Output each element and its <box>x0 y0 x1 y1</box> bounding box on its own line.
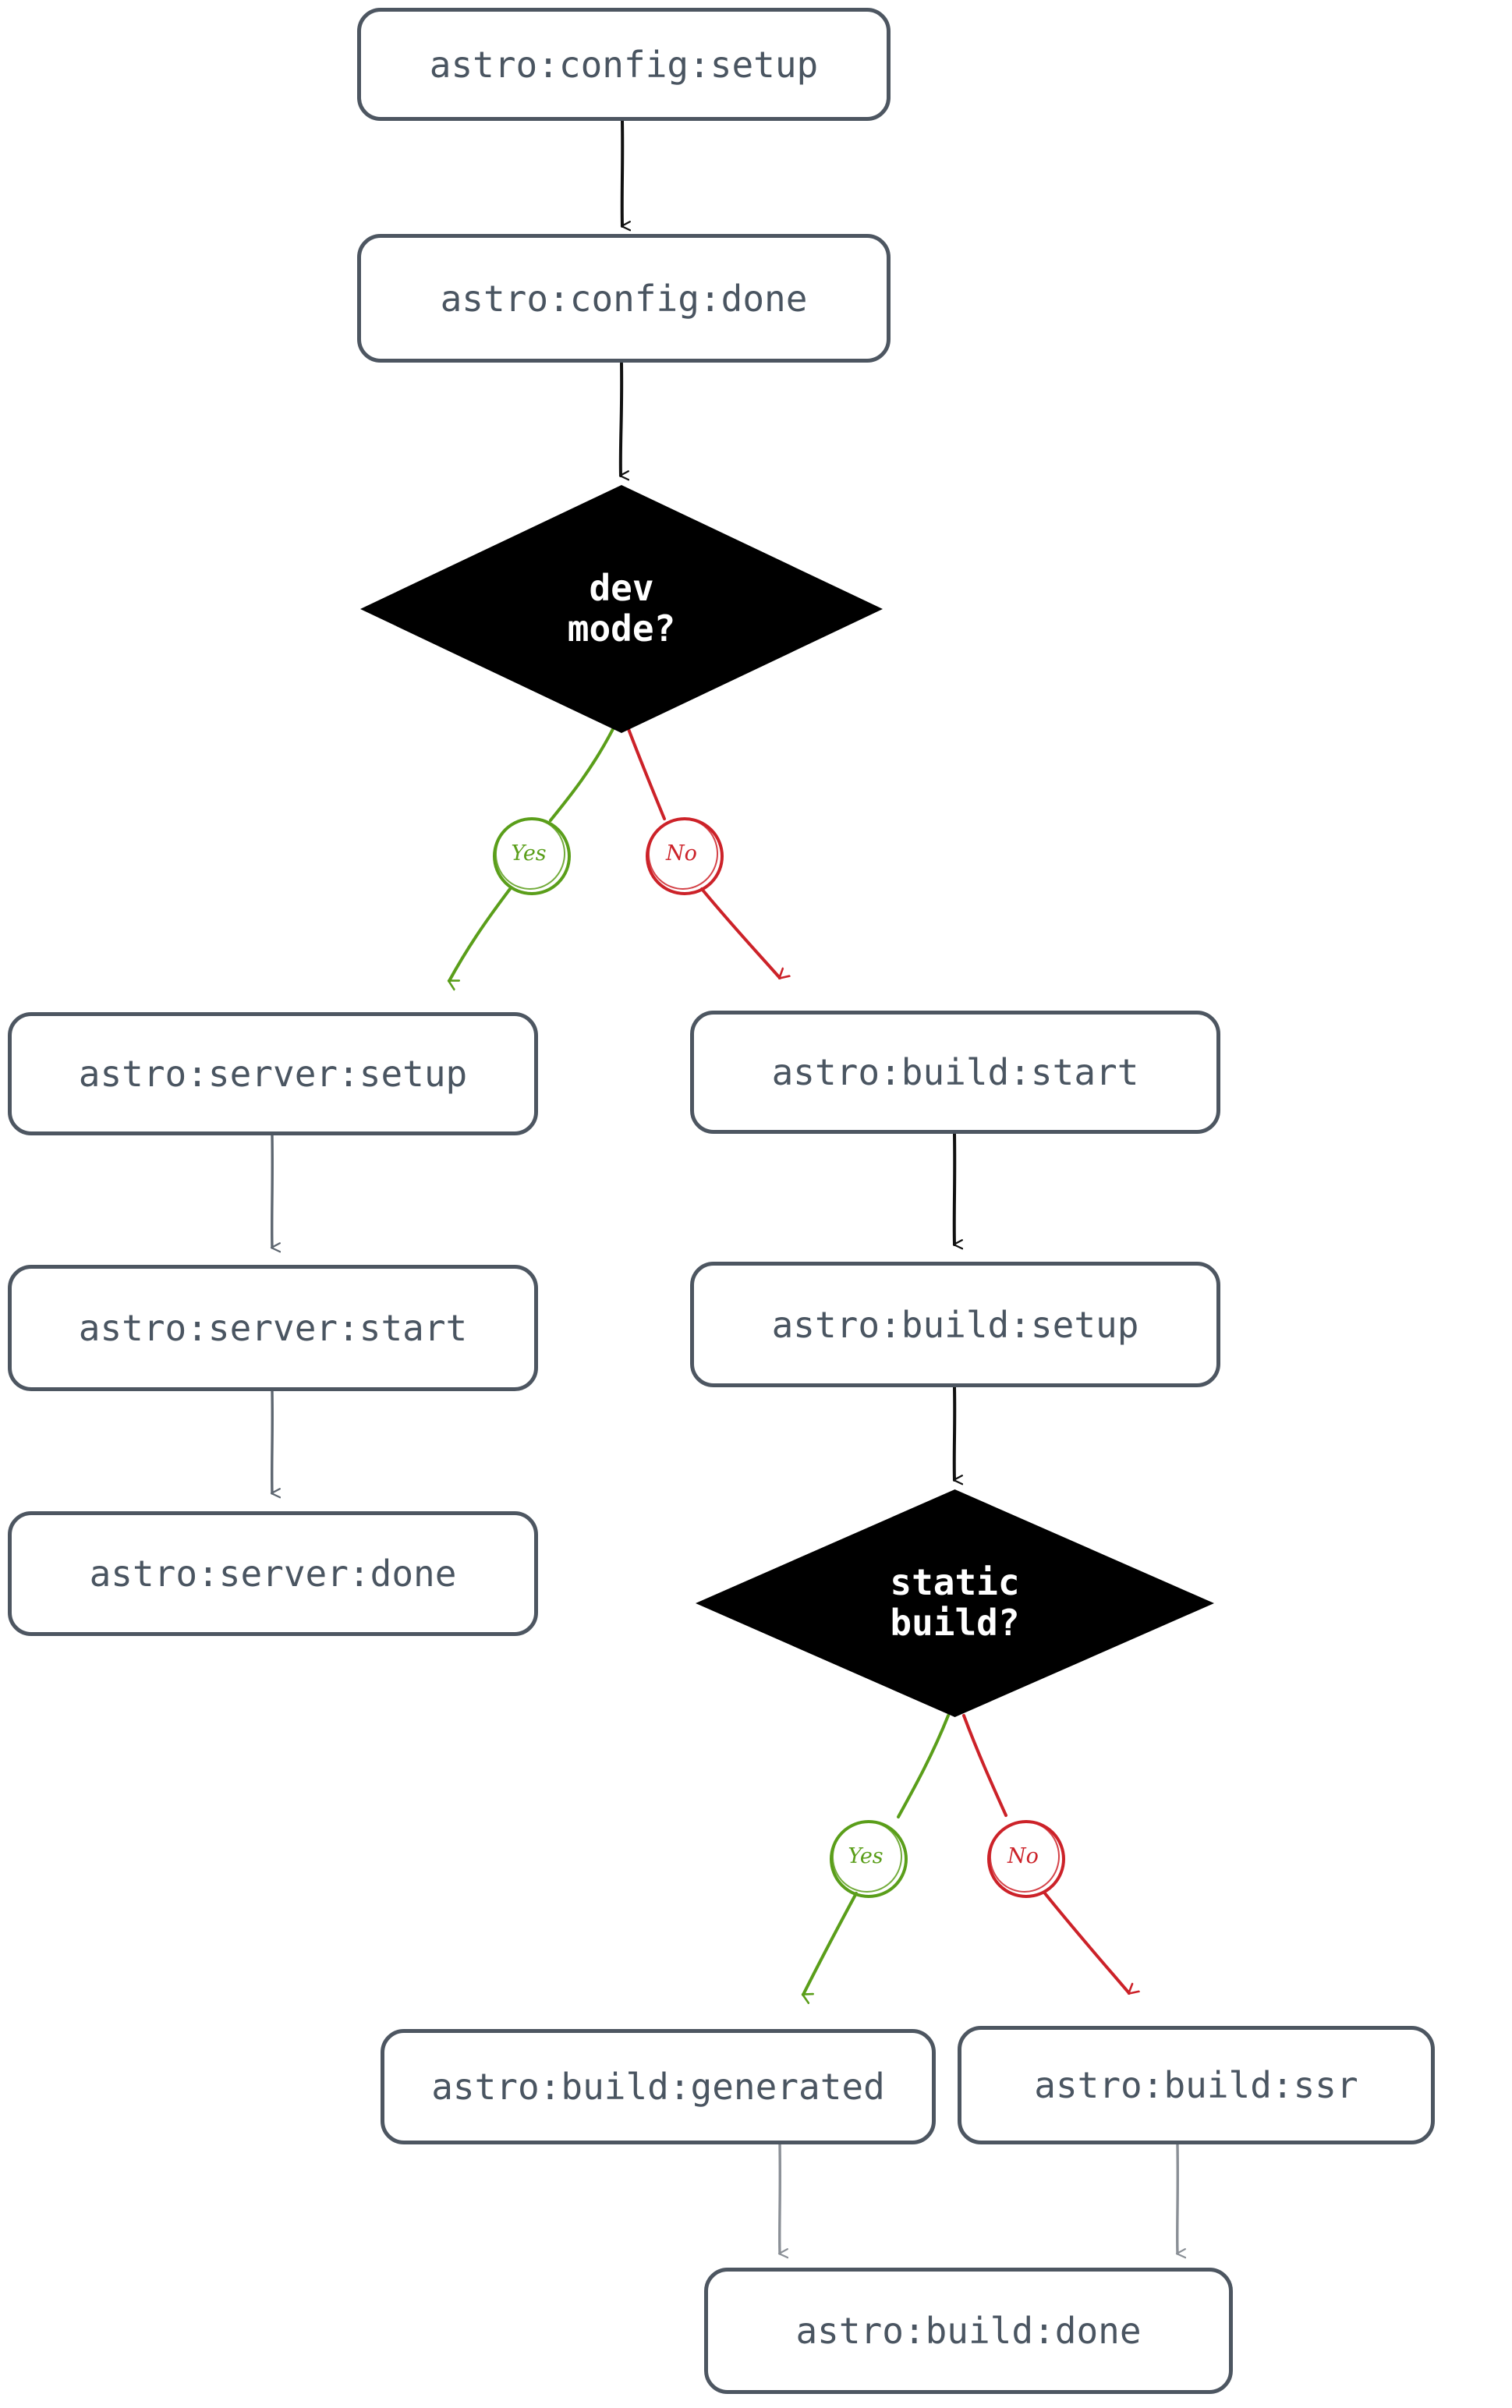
edge-build-setup-to-static-build <box>952 1386 955 1480</box>
edge-server-start-to-server-done <box>272 1390 273 1493</box>
edge-build-ssr-to-build-done <box>1177 2143 1178 2254</box>
branch-badge-dev-mode-yes[interactable]: Yes <box>490 813 571 895</box>
circle-outline-icon <box>830 1820 908 1898</box>
node-astro-server-done[interactable]: astro:server:done <box>8 1511 538 1636</box>
decision-static-build[interactable]: static build? <box>696 1489 1214 1717</box>
node-astro-config-done[interactable]: astro:config:done <box>357 234 891 363</box>
node-astro-build-generated[interactable]: astro:build:generated <box>381 2029 936 2144</box>
edge-server-setup-to-server-start <box>272 1134 273 1248</box>
node-astro-build-start[interactable]: astro:build:start <box>690 1011 1220 1134</box>
branch-badge-static-build-yes[interactable]: Yes <box>827 1815 908 1898</box>
branch-label-text: Yes <box>848 1843 883 1868</box>
edge-build-start-to-build-setup <box>952 1132 955 1245</box>
decision-dev-mode[interactable]: dev mode? <box>360 485 883 733</box>
node-astro-server-setup[interactable]: astro:server:setup <box>8 1012 538 1135</box>
branch-label-text: Yes <box>511 841 547 866</box>
edge-dev-mode-no-to-build-start <box>627 728 780 979</box>
branch-badge-static-build-no[interactable]: No <box>984 1815 1065 1898</box>
decision-static-build-label: static build? <box>890 1561 1020 1644</box>
edge-build-generated-to-build-done <box>780 2143 781 2254</box>
edge-static-build-no-to-build-ssr <box>962 1714 1129 1995</box>
branch-badge-dev-mode-no[interactable]: No <box>643 813 724 895</box>
edge-dev-mode-yes-to-server-setup <box>449 728 614 981</box>
node-astro-server-start[interactable]: astro:server:start <box>8 1265 538 1391</box>
node-astro-build-ssr[interactable]: astro:build:ssr <box>958 2026 1435 2144</box>
branch-label-text: No <box>666 841 697 866</box>
circle-outline-icon <box>493 817 571 895</box>
node-astro-build-done[interactable]: astro:build:done <box>704 2268 1233 2394</box>
circle-outline-icon <box>987 1820 1065 1898</box>
branch-label-text: No <box>1007 1843 1039 1868</box>
edge-config-setup-to-config-done <box>620 119 623 226</box>
edge-static-build-yes-to-build-generated <box>803 1714 950 1995</box>
decision-dev-mode-label: dev mode? <box>567 567 676 650</box>
node-astro-build-setup[interactable]: astro:build:setup <box>690 1262 1220 1387</box>
node-astro-config-setup[interactable]: astro:config:setup <box>357 8 891 121</box>
circle-outline-icon <box>646 817 724 895</box>
